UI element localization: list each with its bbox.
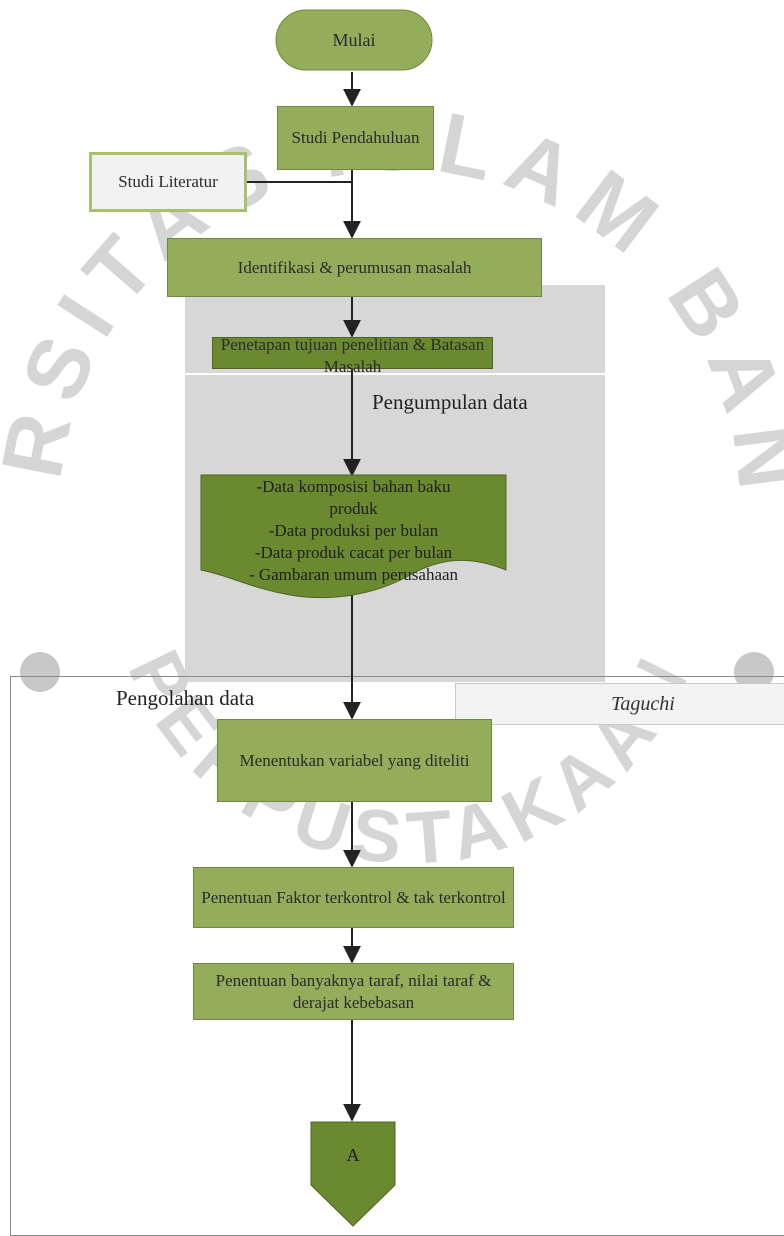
goals-box: Penetapan tujuan penelitian & Batasan Ma… xyxy=(212,335,493,376)
prelim-study-box: Studi Pendahuluan xyxy=(277,106,434,170)
variables-box: Menentukan variabel yang diteliti xyxy=(217,719,492,802)
processing-label: Pengolahan data xyxy=(116,686,255,710)
data-list-item: -Data komposisi bahan baku xyxy=(256,477,451,496)
literature-box: Studi Literatur xyxy=(89,152,247,212)
identify-box: Identifikasi & perumusan masalah xyxy=(167,238,542,297)
data-document-shape xyxy=(200,474,507,599)
start-label: Mulai xyxy=(332,30,376,50)
data-list-item: -Data produk cacat per bulan xyxy=(254,543,453,562)
method-box: Taguchi xyxy=(455,683,784,725)
method-label: Taguchi xyxy=(611,692,675,715)
start-terminator xyxy=(275,9,433,71)
data-list: -Data komposisi bahan baku produk -Data … xyxy=(201,476,506,586)
connector-shape xyxy=(310,1121,396,1227)
data-list-item: - Gambaran umum perusahaan xyxy=(248,565,459,584)
watermark-dot-right xyxy=(734,652,774,692)
connector-label: A xyxy=(346,1145,360,1165)
factors-box: Penentuan Faktor terkontrol & tak terkon… xyxy=(193,867,514,928)
collection-label: Pengumpulan data xyxy=(372,390,528,414)
levels-box: Penentuan banyaknya taraf, nilai taraf &… xyxy=(193,963,514,1020)
data-list-item: produk xyxy=(329,499,378,518)
watermark-dot-left xyxy=(20,652,60,692)
data-list-item: -Data produksi per bulan xyxy=(268,521,439,540)
